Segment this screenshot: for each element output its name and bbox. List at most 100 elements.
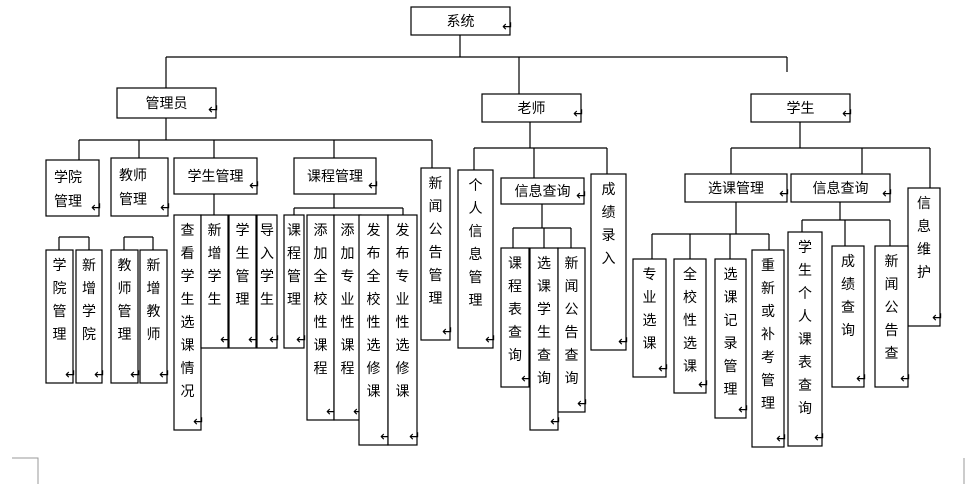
node-label: 新增学院 (82, 258, 96, 343)
node-t-query-2: 选课学生查询 ↵ (529, 247, 562, 431)
node-t-personal: 个人信息管理 ↵ (457, 169, 497, 349)
node-label: 导入学生 (260, 223, 274, 308)
node-box (139, 249, 168, 384)
node-label: 课程表查询 (508, 256, 522, 364)
node-a-student-1: 查看学生选课情况 ↵ (173, 214, 205, 431)
node-label: 学生管理 (236, 223, 250, 308)
node-label: 系统 (447, 14, 475, 30)
node-label: 信息查询 (813, 180, 869, 197)
node-s-select-4: 重新或补考管理↵ (751, 249, 788, 448)
node-box (173, 157, 258, 195)
node-box (75, 249, 103, 384)
node-a-student-3: 学生管理↵ (228, 214, 260, 349)
node-label: 查看学生选课情况 (181, 223, 195, 400)
paragraph-mark-icon: ↵ (208, 102, 220, 118)
node-label: 管理员 (146, 96, 188, 112)
paragraph-mark-icon: ↵ (485, 332, 497, 348)
node-t-grade: 成绩录入↵ (590, 173, 630, 351)
node-box (907, 187, 941, 327)
node-a-college-2: 新增学院↵ (75, 249, 106, 384)
node-a-course: 课程管理↵ (293, 157, 380, 195)
node-a-college-1: 学院管理↵ (45, 249, 77, 384)
node-s-query-3: 新闻公告查↵ (874, 245, 912, 388)
node-label: 成绩查询 (841, 254, 855, 339)
node-a-teacher-2: 新增教师 ↵ (139, 249, 171, 384)
paragraph-mark-icon: ↵ (442, 324, 454, 340)
paragraph-mark-icon: ↵ (842, 106, 854, 122)
node-box (557, 247, 586, 413)
node-label: 学生个人课表查询 (798, 240, 812, 417)
node-label: 添加专业性课程 (341, 223, 355, 377)
paragraph-mark-icon: ↵ (160, 200, 172, 216)
paragraph-mark-icon: ↵ (573, 106, 585, 122)
paragraph-mark-icon: ↵ (900, 371, 912, 387)
node-box (457, 169, 494, 349)
paragraph-mark-icon: ↵ (269, 332, 281, 348)
node-box (750, 93, 851, 123)
node-a-course-1: 课程管理↵ (283, 214, 308, 349)
node-label: 发布专业性选修课 (396, 223, 410, 400)
node-label: 发布全校性选修课 (367, 223, 381, 400)
node-label: 成绩录入 (602, 182, 616, 267)
node-a-course-4: 发布全校性选修课 ↵ (358, 214, 392, 446)
paragraph-mark-icon: ↵ (577, 396, 589, 412)
node-root: 系统 ↵ (410, 6, 514, 36)
node-a-college: 学院管理↵ (45, 159, 103, 217)
paragraph-mark-icon: ↵ (502, 19, 514, 35)
node-box (632, 258, 667, 378)
paragraph-mark-icon: ↵ (550, 414, 562, 430)
node-s-select-2: 全校性选课↵ (673, 258, 710, 394)
paragraph-mark-icon: ↵ (738, 402, 750, 418)
node-label: 重新或补考管理 (761, 258, 775, 412)
node-box (116, 87, 217, 119)
paragraph-mark-icon: ↵ (193, 414, 205, 430)
node-label: 全校性选课 (683, 266, 697, 375)
paragraph-mark-icon: ↵ (409, 429, 421, 445)
node-box (500, 177, 585, 205)
node-label: 信息查询 (515, 183, 571, 200)
node-a-student-4: 导入学生 ↵ (256, 214, 281, 349)
node-t-query-3: 新闻公告查询 ↵ (557, 247, 589, 413)
node-box (410, 6, 511, 36)
node-teacher: 老师↵ (481, 93, 585, 123)
paragraph-mark-icon: ↵ (698, 377, 710, 393)
connector-lines (58, 35, 931, 259)
node-label: 课程管理 (307, 169, 363, 185)
node-label: 学院管理 (53, 258, 67, 343)
node-label: 学院管理 (54, 170, 82, 210)
paragraph-mark-icon: ↵ (932, 310, 944, 326)
node-label: 选课学生查询 (537, 256, 551, 387)
page-marks (12, 457, 965, 484)
node-box (293, 157, 377, 195)
paragraph-mark-icon: ↵ (814, 430, 826, 446)
node-a-teacher: 教师管理↵ (110, 157, 172, 217)
paragraph-mark-icon: ↵ (130, 367, 142, 383)
node-box (387, 214, 418, 446)
node-admin: 管理员 ↵ (116, 87, 220, 119)
paragraph-mark-icon: ↵ (380, 429, 392, 445)
node-label: 信息维护 (917, 196, 931, 281)
node-box (790, 173, 891, 203)
node-label: 新增教师 (147, 258, 161, 343)
node-a-student-2: 新增学生↵ (200, 214, 232, 349)
node-box (481, 93, 582, 123)
node-label: 课程管理 (287, 223, 301, 308)
node-label: 新闻公告管理 (429, 176, 443, 307)
node-s-select-1: 专业选课↵ (632, 258, 670, 378)
node-s-select-3: 选课记录管理↵ (714, 258, 750, 419)
node-box (45, 249, 74, 384)
node-a-news: 新闻公告管理 ↵ (420, 167, 454, 341)
node-box (831, 245, 865, 388)
node-s-query: 信息查询 ↵ (790, 173, 894, 203)
node-t-query: 信息查询↵ (500, 177, 588, 205)
paragraph-mark-icon: ↵ (779, 186, 791, 202)
node-box (283, 214, 305, 349)
node-box (200, 214, 229, 349)
paragraph-mark-icon: ↵ (159, 367, 171, 383)
paragraph-mark-icon: ↵ (882, 186, 894, 202)
node-box (684, 173, 788, 203)
node-label: 个人信息管理 (469, 178, 483, 309)
diagram-nodes: 系统↵管理员↵老师↵学生↵学院管理↵教师管理↵学生管理↵课程管理↵新闻公告管理↵… (45, 6, 944, 448)
node-label: 新闻公告查询 (565, 256, 579, 387)
